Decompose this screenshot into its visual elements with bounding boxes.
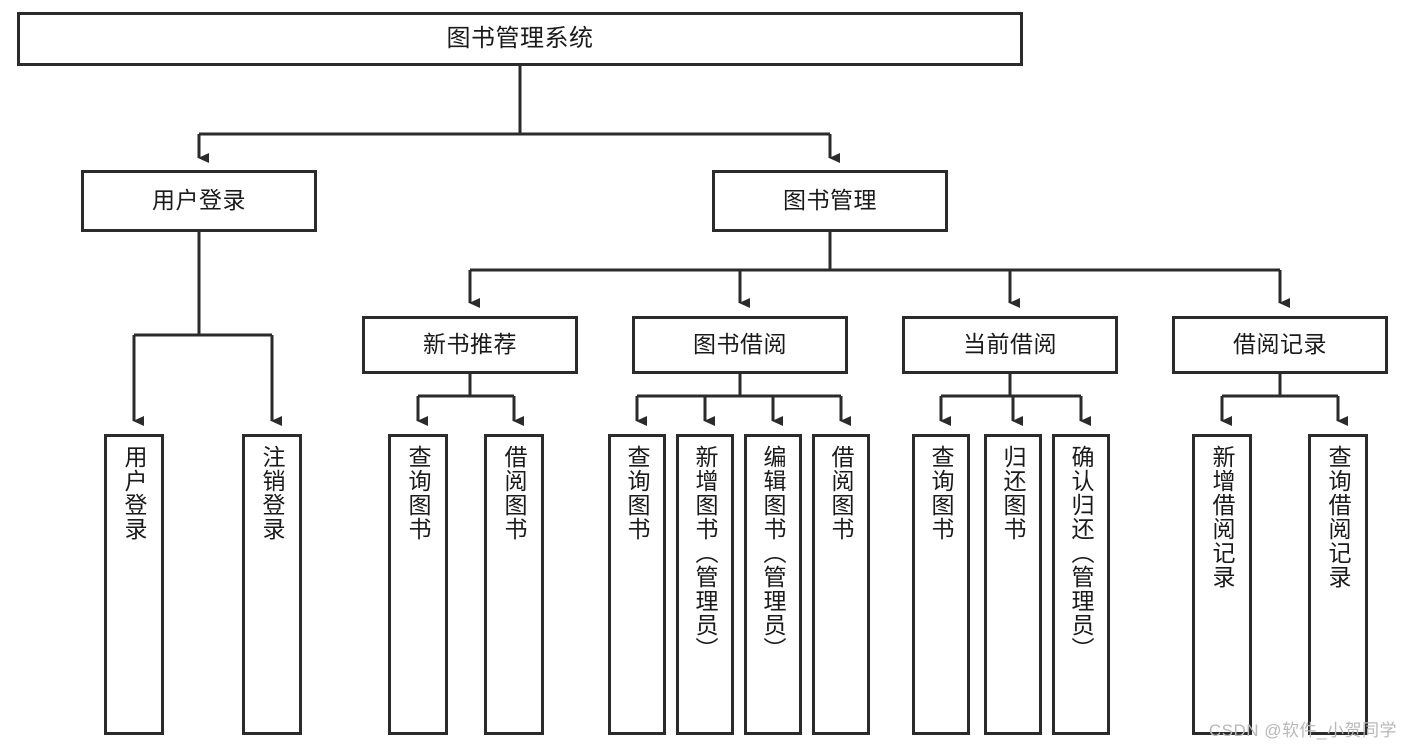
node-label: 借阅图书	[828, 445, 855, 541]
node-book-management[interactable]: 图书管理	[712, 170, 948, 232]
edges-bookmanage-to-groups	[468, 232, 1290, 308]
node-label: 借阅图书	[501, 445, 528, 541]
node-leaf-user-logout[interactable]: 注销登录	[242, 434, 302, 735]
node-borrow-record[interactable]: 借阅记录	[1172, 316, 1388, 374]
node-leaf-add-book-admin[interactable]: 新增图书（管理员）	[676, 434, 734, 735]
node-leaf-user-login[interactable]: 用户登录	[104, 434, 164, 735]
edges-currentborrow-to-leaves	[939, 374, 1091, 426]
node-label: 当前借阅	[963, 331, 1057, 358]
edges-root-to-branches	[197, 66, 840, 163]
node-new-book-recommend[interactable]: 新书推荐	[362, 316, 578, 374]
node-label: 新增图书（管理员）	[692, 445, 719, 661]
node-leaf-borrow-book[interactable]: 借阅图书	[812, 434, 870, 735]
node-leaf-borrow-book-recommend[interactable]: 借阅图书	[484, 434, 544, 735]
node-label: 查询图书	[624, 445, 651, 541]
node-label: 查询图书	[405, 445, 432, 541]
node-user-login[interactable]: 用户登录	[81, 170, 317, 232]
node-leaf-confirm-return-admin[interactable]: 确认归还（管理员）	[1052, 434, 1110, 735]
watermark-text: CSDN @软件_小贺同学	[1208, 721, 1397, 740]
node-leaf-edit-book-admin[interactable]: 编辑图书（管理员）	[744, 434, 802, 735]
edges-userlogin-to-leaves	[132, 232, 282, 426]
edges-newbook-to-leaves	[416, 374, 524, 426]
node-leaf-add-borrow-record[interactable]: 新增借阅记录	[1192, 434, 1252, 735]
node-label: 归还图书	[1000, 445, 1027, 541]
node-leaf-return-book[interactable]: 归还图书	[984, 434, 1042, 735]
node-label: 新书推荐	[423, 331, 517, 358]
node-root-book-management-system[interactable]: 图书管理系统	[17, 12, 1023, 66]
node-leaf-query-book-recommend[interactable]: 查询图书	[388, 434, 448, 735]
node-current-borrow[interactable]: 当前借阅	[902, 316, 1118, 374]
node-label: 用户登录	[152, 187, 246, 214]
node-label: 用户登录	[121, 445, 148, 541]
node-leaf-query-borrow-record[interactable]: 查询借阅记录	[1308, 434, 1368, 735]
node-label: 图书管理	[783, 187, 877, 214]
edges-bookborrow-to-leaves	[635, 374, 851, 426]
node-label: 借阅记录	[1233, 331, 1327, 358]
node-label: 编辑图书（管理员）	[760, 445, 787, 661]
node-leaf-query-book-current[interactable]: 查询图书	[912, 434, 970, 735]
node-label: 新增借阅记录	[1209, 445, 1236, 589]
node-label: 图书管理系统	[446, 24, 594, 52]
node-book-borrow[interactable]: 图书借阅	[632, 316, 848, 374]
node-label: 查询借阅记录	[1325, 445, 1352, 589]
node-label: 图书借阅	[693, 331, 787, 358]
node-leaf-query-book-borrow[interactable]: 查询图书	[608, 434, 666, 735]
node-label: 查询图书	[928, 445, 955, 541]
node-label: 确认归还（管理员）	[1068, 445, 1095, 661]
edges-borrowrecord-to-leaves	[1220, 374, 1348, 426]
node-label: 注销登录	[259, 445, 286, 541]
